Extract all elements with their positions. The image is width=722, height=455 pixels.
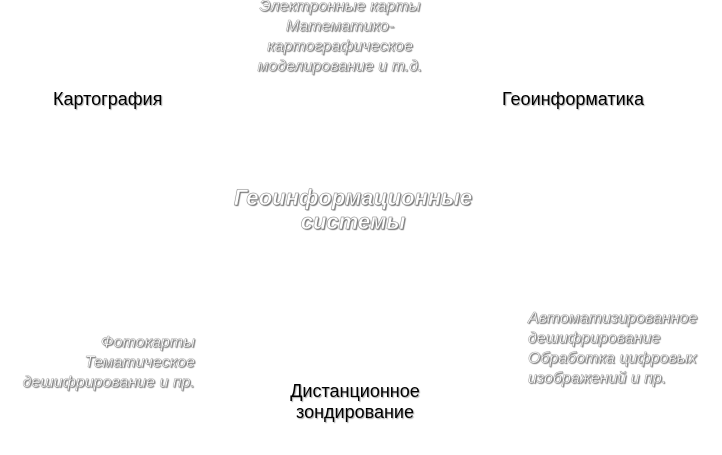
note-line: дешифрирование <box>528 330 661 347</box>
note-right: Автоматизированное дешифрирование Обрабо… <box>528 309 722 389</box>
center-line: системы <box>300 209 406 234</box>
node-center-gis: Геоинформационные системы <box>210 185 496 234</box>
node-line: Дистанционное <box>290 381 420 401</box>
note-line: Автоматизированное <box>528 310 698 327</box>
node-line: зондирование <box>296 402 414 422</box>
note-line: Электронные карты <box>259 0 421 15</box>
note-line: картографическое <box>267 38 413 55</box>
note-line: дешифрирование и пр. <box>22 374 195 391</box>
note-top: Электронные карты Математико- картографи… <box>224 0 456 77</box>
note-line: моделирование и т.д. <box>257 58 423 75</box>
note-line: Тематическое <box>84 354 195 371</box>
note-line: Фотокарты <box>100 334 195 351</box>
note-left: Фотокарты Тематическое дешифрирование и … <box>0 333 195 393</box>
note-line: Математико- <box>285 18 395 35</box>
note-line: Обработка цифровых <box>528 350 697 367</box>
center-line: Геоинформационные <box>233 185 473 210</box>
node-geoinformatics: Геоинформатика <box>502 89 644 109</box>
note-line: изображений и пр. <box>528 370 667 387</box>
node-cartography: Картография <box>53 89 163 109</box>
node-remote-sensing: Дистанционное зондирование <box>255 381 455 423</box>
